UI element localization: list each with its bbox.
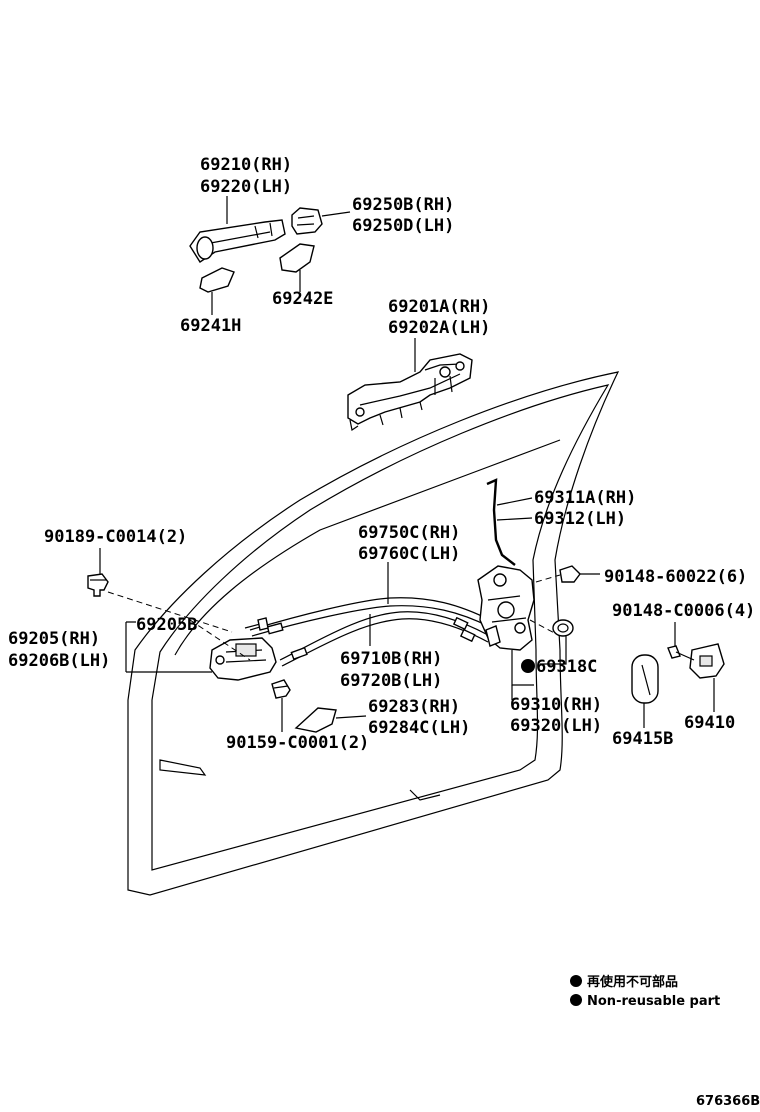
label-69250b: 69250B(RH) <box>352 195 454 215</box>
handle-frame <box>347 353 473 431</box>
label-69760c: 69760C(LH) <box>358 544 460 564</box>
label-69320: 69320(LH) <box>510 716 602 736</box>
label-69241h: 69241H <box>180 316 241 336</box>
lock-rod <box>486 478 516 566</box>
label-69410: 69410 <box>684 713 735 733</box>
label-69283: 69283(RH) <box>368 697 460 717</box>
label-69284c: 69284C(LH) <box>368 718 470 738</box>
non-reusable-marker <box>521 659 535 673</box>
handle-cap <box>291 207 323 235</box>
door-cables <box>249 597 491 667</box>
clip-90189 <box>87 573 109 597</box>
label-69311a: 69311A(RH) <box>534 488 636 508</box>
outside-handle <box>189 219 286 263</box>
label-69750c: 69750C(RH) <box>358 523 460 543</box>
lock-seal <box>552 619 574 637</box>
label-69220: 69220(LH) <box>200 177 292 197</box>
legend-bullet-ja <box>570 975 582 987</box>
label-69318c: 69318C <box>536 657 597 677</box>
bolt-90148-c0006 <box>667 645 695 661</box>
label-69242e: 69242E <box>272 289 333 309</box>
inside-handle-rod <box>244 617 269 631</box>
label-69415b: 69415B <box>612 729 673 749</box>
label-69310: 69310(RH) <box>510 695 602 715</box>
legend-english: Non-reusable part <box>587 994 720 1009</box>
label-69210: 69210(RH) <box>200 155 292 175</box>
striker-plate-cover <box>631 654 659 704</box>
door-striker <box>689 643 725 679</box>
label-69720b: 69720B(LH) <box>340 671 442 691</box>
label-69710b: 69710B(RH) <box>340 649 442 669</box>
door-lock-assembly <box>477 565 535 651</box>
legend-bullet-en <box>570 994 582 1006</box>
label-69205b: 69205B <box>136 615 197 635</box>
label-90189: 90189-C0014(2) <box>44 527 187 547</box>
drawing-number: 676366B <box>696 1094 760 1109</box>
label-69206b: 69206B(LH) <box>8 651 110 671</box>
label-69312: 69312(LH) <box>534 509 626 529</box>
inside-handle <box>209 637 277 681</box>
label-69202a: 69202A(LH) <box>388 318 490 338</box>
screw-90148-60022 <box>559 565 600 583</box>
label-69201a: 69201A(RH) <box>388 297 490 317</box>
label-90148-c0006: 90148-C0006(4) <box>612 601 755 621</box>
legend-japanese: 再使用不可部品 <box>587 974 678 990</box>
lock-cover <box>294 707 337 733</box>
handle-pad-rear <box>279 243 315 273</box>
screw-90159 <box>271 679 291 699</box>
door-frame <box>127 371 620 896</box>
label-69250d: 69250D(LH) <box>352 216 454 236</box>
label-90159: 90159-C0001(2) <box>226 733 369 753</box>
label-90148-60022: 90148-60022(6) <box>604 567 747 587</box>
handle-pad-front <box>199 267 235 293</box>
label-69205: 69205(RH) <box>8 629 100 649</box>
